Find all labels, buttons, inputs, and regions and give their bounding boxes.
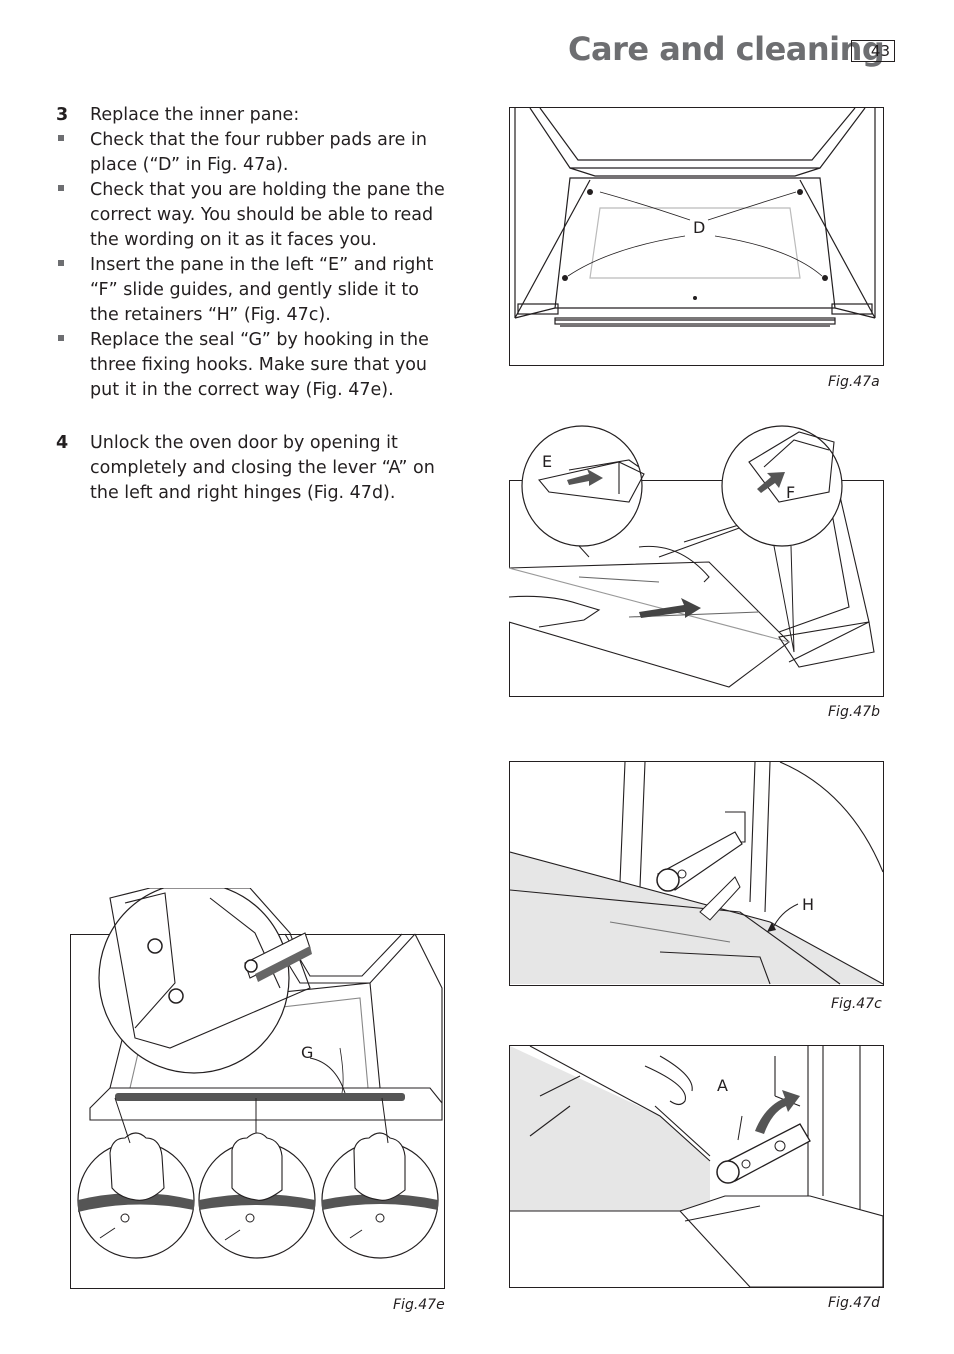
bullet-item: Replace the seal “G” by hooking in the t… [56, 328, 446, 403]
figure-47d: A [509, 1045, 884, 1288]
step-title: Replace the inner pane: [90, 105, 300, 125]
bullet-icon [56, 328, 90, 403]
label-e: E [542, 452, 552, 471]
seal-replacement-illustration: G [77, 888, 443, 1259]
step-3-heading: 3 Replace the inner pane: [56, 103, 446, 128]
label-d: D [693, 218, 705, 237]
step-text: Unlock the oven door by opening it compl… [90, 433, 435, 503]
bullet-item: Insert the pane in the left “E” and righ… [56, 253, 446, 328]
label-a: A [717, 1076, 728, 1095]
bullet-text: Check that the four rubber pads are in p… [90, 130, 427, 175]
page-number: 43 [851, 40, 895, 62]
bullet-icon [56, 253, 90, 328]
step-number: 4 [56, 433, 69, 453]
figure-47b: E F [509, 422, 884, 697]
bullet-icon [56, 128, 90, 178]
pane-insertion-illustration: E F [509, 425, 875, 688]
figure-caption: Fig.47d [828, 1295, 880, 1311]
bullet-text: Replace the seal “G” by hooking in the t… [90, 330, 429, 400]
figure-47e: G [70, 888, 445, 1289]
hinge-lever-illustration: A [510, 1046, 883, 1287]
label-g: G [301, 1043, 313, 1062]
bullet-item: Check that you are holding the pane the … [56, 178, 446, 253]
step-4: 4 Unlock the oven door by opening it com… [56, 431, 446, 506]
step-number: 3 [56, 105, 69, 125]
bullet-text: Check that you are holding the pane the … [90, 180, 445, 250]
figure-caption: Fig.47e [393, 1297, 445, 1313]
label-f: F [786, 483, 795, 502]
oven-door-illustration: D [514, 108, 876, 327]
bullet-item: Check that the four rubber pads are in p… [56, 128, 446, 178]
bullet-icon [56, 178, 90, 253]
bullet-text: Insert the pane in the left “E” and righ… [90, 255, 434, 325]
figure-caption: Fig.47b [828, 704, 880, 720]
figure-caption: Fig.47a [828, 374, 880, 390]
retainer-illustration: H [510, 762, 883, 985]
figure-caption: Fig.47c [831, 996, 882, 1012]
figure-47c: H [509, 761, 884, 986]
figure-47a: D [509, 107, 884, 366]
page-title: Care and cleaning [568, 30, 885, 68]
label-h: H [802, 895, 814, 914]
instructions: 3 Replace the inner pane: Check that the… [56, 103, 446, 506]
